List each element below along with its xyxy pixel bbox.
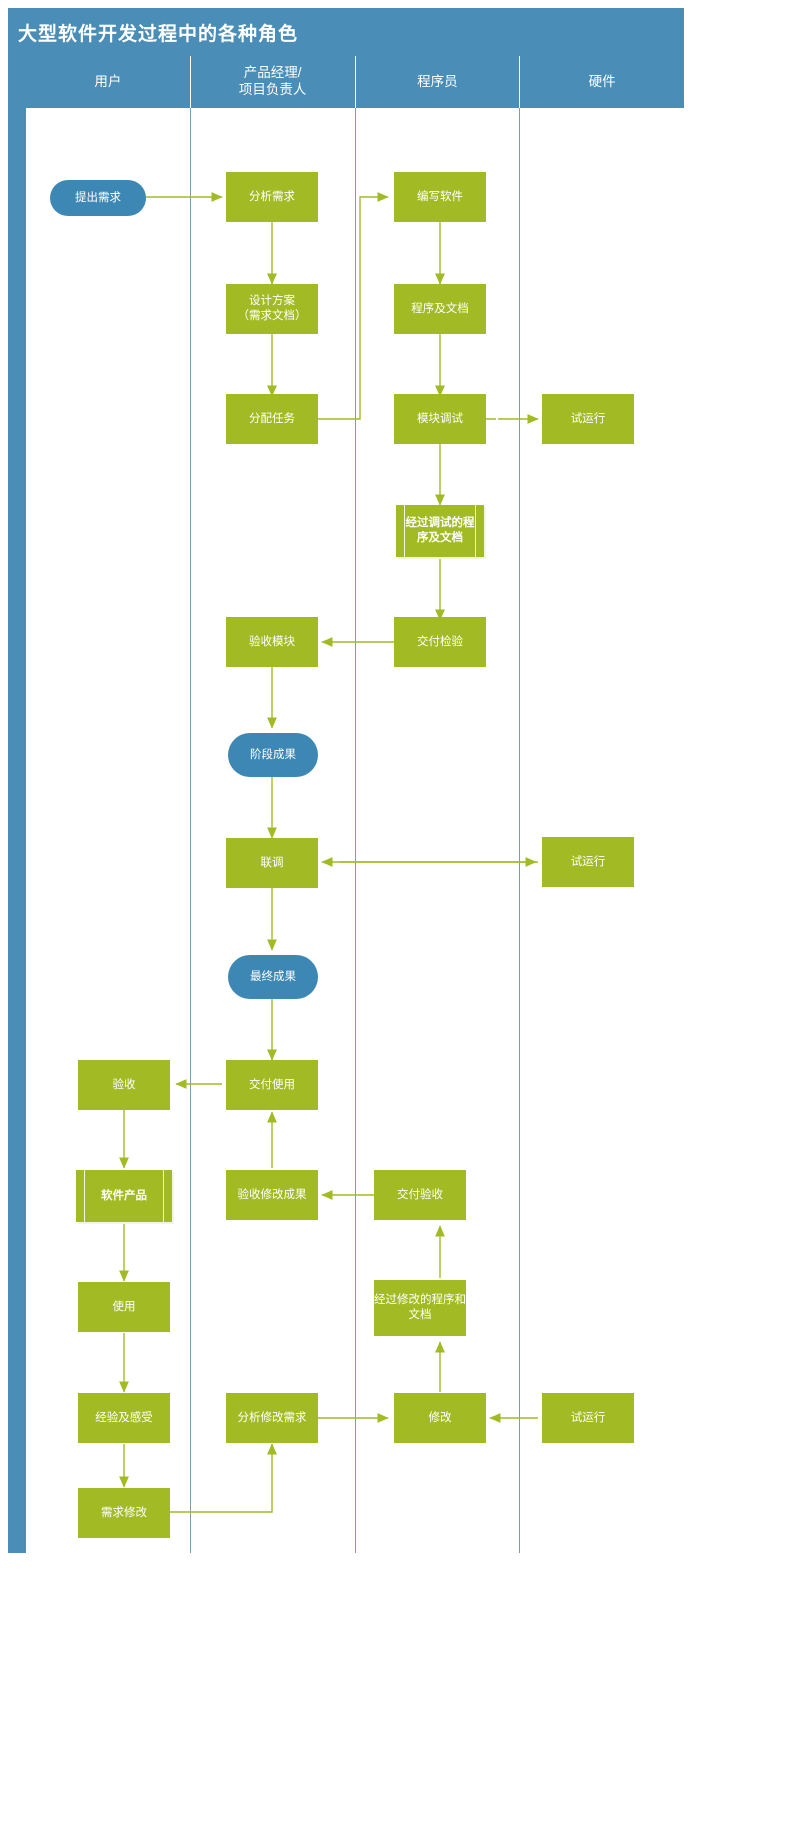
node-requirement-change[interactable]: 需求修改: [78, 1488, 170, 1538]
node-assign-tasks[interactable]: 分配任务: [226, 394, 318, 444]
left-accent-band: [8, 56, 26, 1553]
node-debugged-program-docs[interactable]: 经过调试的程 序及文档: [396, 505, 484, 557]
node-trial-run-2[interactable]: 试运行: [542, 837, 634, 887]
node-accept-modified-result[interactable]: 验收修改成果: [226, 1170, 318, 1220]
node-trial-run-1[interactable]: 试运行: [542, 394, 634, 444]
node-joint-debug[interactable]: 联调: [226, 838, 318, 888]
node-program-and-docs[interactable]: 程序及文档: [394, 284, 486, 334]
lane-header-row: 用户 产品经理/ 项目负责人 程序员 硬件: [26, 56, 684, 108]
node-design-plan[interactable]: 设计方案 （需求文档）: [226, 284, 318, 334]
node-phase-result[interactable]: 阶段成果: [228, 733, 318, 777]
lane-body: [26, 108, 684, 1553]
lane-header-user: 用户: [26, 56, 191, 108]
lane-header-hardware: 硬件: [588, 73, 616, 89]
lane-header-manager: 产品经理/ 项目负责人: [191, 56, 356, 108]
lane-divider-3: [519, 108, 520, 1553]
node-delivery-inspection[interactable]: 交付检验: [394, 617, 486, 667]
node-acceptance[interactable]: 验收: [78, 1060, 170, 1110]
node-module-debug[interactable]: 模块调试: [394, 394, 486, 444]
node-final-result[interactable]: 最终成果: [228, 955, 318, 999]
node-write-software[interactable]: 编写软件: [394, 172, 486, 222]
lane-divider-2: [355, 108, 356, 1553]
node-analyze-change-requirement[interactable]: 分析修改需求: [226, 1393, 318, 1443]
node-modify[interactable]: 修改: [394, 1393, 486, 1443]
node-modified-program-docs[interactable]: 经过修改的程序和 文档: [374, 1280, 466, 1336]
node-usage[interactable]: 使用: [78, 1282, 170, 1332]
page-title: 大型软件开发过程中的各种角色: [18, 23, 299, 45]
node-trial-run-3[interactable]: 试运行: [542, 1393, 634, 1443]
title-bar: 大型软件开发过程中的各种角色: [8, 8, 684, 56]
node-delivery-acceptance[interactable]: 交付验收: [374, 1170, 466, 1220]
lane-header-dev: 程序员: [356, 56, 521, 108]
node-submit-requirement[interactable]: 提出需求: [50, 180, 146, 216]
node-software-product[interactable]: 软件产品: [76, 1170, 172, 1222]
lane-divider-1: [190, 108, 191, 1553]
node-accept-module[interactable]: 验收模块: [226, 617, 318, 667]
node-delivery-use[interactable]: 交付使用: [226, 1060, 318, 1110]
node-experience-feedback[interactable]: 经验及感受: [78, 1393, 170, 1443]
node-analyze-requirement[interactable]: 分析需求: [226, 172, 318, 222]
